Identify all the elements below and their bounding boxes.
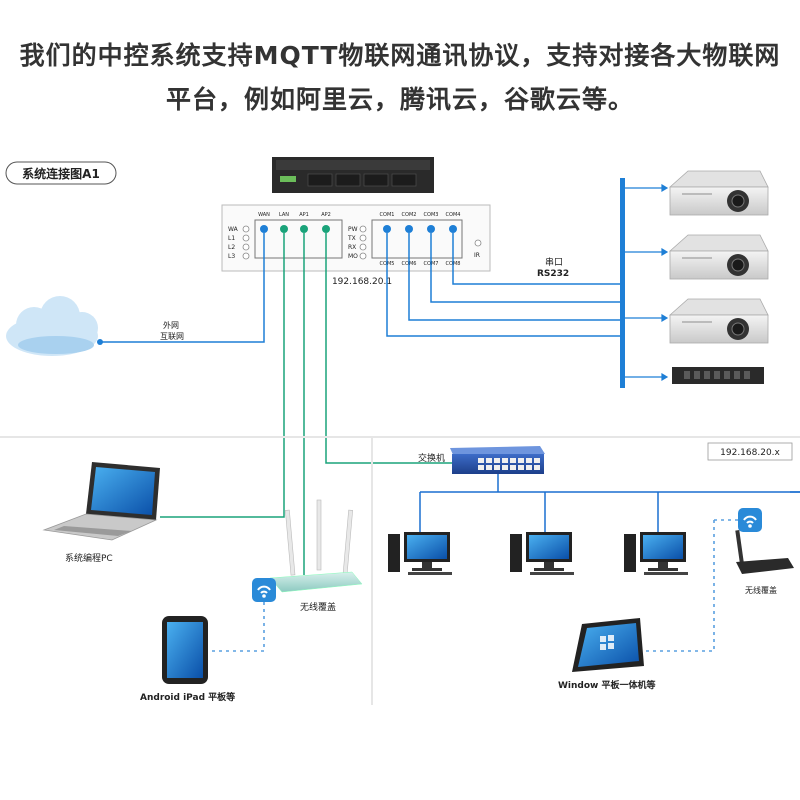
led-labels-right: PW TX RX MO IR [347, 226, 480, 260]
switch-label: 交换机 [418, 452, 445, 464]
port-label-wan: WAN [258, 212, 270, 218]
port-label-com3: COM3 [424, 212, 439, 218]
ir-label: IR [474, 252, 480, 259]
rack-controller [272, 157, 434, 193]
tablet-windows: Window 平板一体机等 [558, 618, 656, 691]
desktop-pc [388, 532, 452, 575]
wireless-router-small: 无线覆盖 [735, 491, 800, 595]
led-label-l3: L3 [228, 253, 235, 260]
router-label: 无线覆盖 [300, 601, 336, 613]
controller-panel: WAN LAN AP1 AP2 COM1 COM2 COM3 COM4 COM5… [221, 204, 491, 287]
headline-line-2: 平台，例如阿里云，腾讯云，谷歌云等。 [165, 85, 634, 114]
wireless-router: 无线覆盖 [269, 499, 363, 613]
port-label-lan: LAN [279, 212, 289, 218]
windows-logo-icon [600, 635, 614, 650]
led-labels-left: WA L1 L2 L3 [228, 226, 239, 260]
com-ports [383, 225, 457, 233]
tablet-android: Android iPad 平板等 [140, 616, 235, 703]
cloud-icon: 外网 互联网 [6, 296, 184, 356]
port-label-com4: COM4 [446, 212, 461, 218]
connection-lines [100, 233, 622, 575]
pc-label: 系统编程PC [65, 552, 113, 564]
desktop-pc [624, 532, 688, 575]
port-label-ap2: AP2 [321, 212, 331, 218]
led-label-pw: PW [348, 226, 358, 233]
serial-bus: 串口 RS232 [537, 178, 669, 388]
diagram-tag-label: 系统连接图A1 [22, 166, 100, 181]
lan-ip: 192.168.20.x [720, 448, 780, 458]
diagram-tag: 系统连接图A1 [5, 161, 117, 185]
wifi-icon [738, 508, 762, 532]
router2-label: 无线覆盖 [745, 585, 777, 595]
power-sequencer [672, 367, 764, 384]
projector [668, 170, 769, 216]
desktop-pc [510, 532, 574, 575]
wifi-dashed-links [208, 519, 738, 652]
port-label-com1: COM1 [380, 212, 395, 218]
ipad-label: Android iPad 平板等 [140, 691, 235, 703]
controller-ip: 192.168.20.1 [332, 277, 392, 287]
led-label-wa: WA [228, 226, 239, 233]
net-ports [260, 225, 330, 233]
led-label-l2: L2 [228, 244, 235, 251]
port-label-com2: COM2 [402, 212, 417, 218]
internet-label-2: 互联网 [160, 332, 184, 341]
serial-label: 串口 [545, 257, 563, 268]
projector [668, 298, 769, 344]
led-label-mo: MO [348, 253, 358, 260]
network-switch: 交换机 [418, 446, 545, 474]
windows-label: Window 平板一体机等 [558, 679, 656, 691]
internet-label-1: 外网 [163, 320, 179, 330]
lan-ip-box: 192.168.20.x [707, 442, 793, 461]
section-dividers [0, 436, 800, 705]
led-label-l1: L1 [228, 235, 235, 242]
port-label-ap1: AP1 [299, 212, 309, 218]
lan-tree [419, 474, 800, 532]
wifi-icon [252, 578, 276, 602]
led-label-tx: TX [347, 235, 356, 242]
headline-line-1: 我们的中控系统支持MQTT物联网通讯协议，支持对接各大物联网 [19, 41, 781, 70]
serial-protocol: RS232 [537, 269, 569, 279]
projector [668, 234, 769, 280]
laptop: 系统编程PC [42, 462, 160, 564]
led-label-rx: RX [348, 244, 356, 251]
